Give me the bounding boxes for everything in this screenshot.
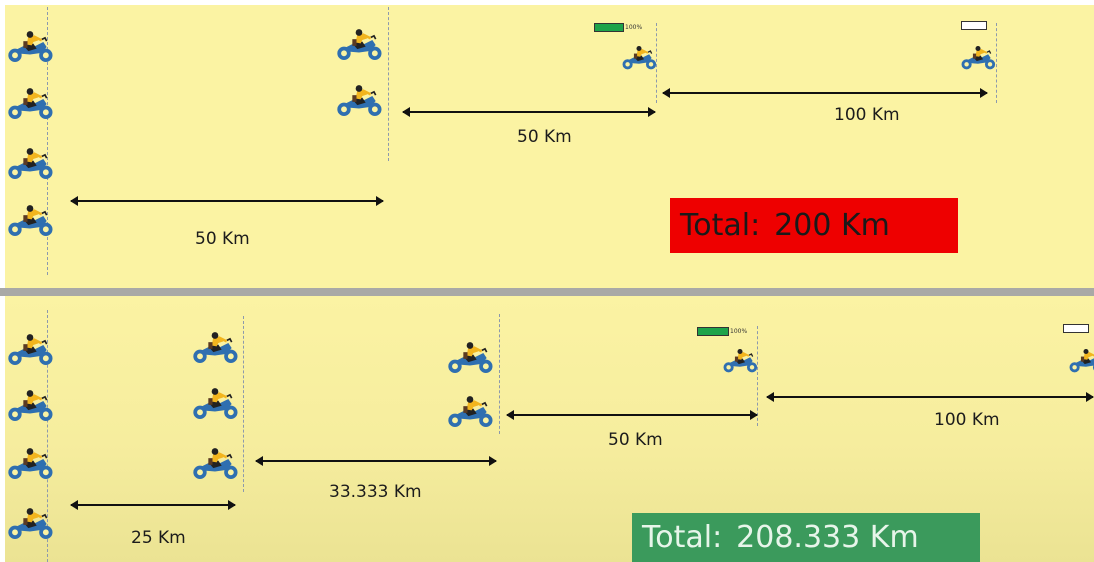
motorbike-rider-icon bbox=[445, 340, 495, 376]
segment-label: 50 Km bbox=[195, 229, 250, 249]
distance-arrow bbox=[70, 196, 384, 206]
total-label: Total: bbox=[642, 519, 723, 555]
fuel-gauge-icon: 100% bbox=[594, 23, 642, 32]
fuel-gauge-icon bbox=[961, 21, 987, 30]
motorbike-rider-icon bbox=[5, 388, 55, 424]
stop-line-2 bbox=[499, 314, 500, 434]
total-distance-badge: Total: 208.333 Km bbox=[632, 513, 980, 562]
distance-arrow bbox=[402, 107, 656, 117]
fuel-percent: 100% bbox=[625, 24, 643, 31]
motorbike-rider-icon bbox=[5, 146, 55, 182]
distance-arrow bbox=[662, 88, 988, 98]
motorbike-rider-icon bbox=[721, 348, 759, 374]
motorbike-rider-icon bbox=[5, 29, 55, 65]
distance-arrow bbox=[766, 392, 1094, 402]
distance-arrow bbox=[506, 410, 758, 420]
total-distance-badge: Total: 200 Km bbox=[670, 198, 958, 253]
total-label: Total: bbox=[680, 207, 761, 243]
motorbike-rider-icon bbox=[5, 86, 55, 122]
stop-line-2 bbox=[656, 23, 657, 103]
motorbike-rider-icon bbox=[959, 45, 997, 71]
segment-label: 100 Km bbox=[834, 105, 900, 125]
segment-label: 50 Km bbox=[517, 127, 572, 147]
motorbike-rider-icon bbox=[334, 27, 384, 63]
segment-label: 25 Km bbox=[131, 528, 186, 548]
start-line bbox=[47, 310, 48, 562]
motorbike-rider-icon bbox=[190, 330, 240, 366]
motorbike-rider-icon bbox=[190, 386, 240, 422]
distance-arrow bbox=[255, 456, 497, 466]
distance-arrow bbox=[70, 500, 236, 510]
stop-line-1 bbox=[243, 316, 244, 492]
scenario-four-bikes-panel: 100% 50 Km 50 Km 100 Km bbox=[5, 5, 1094, 288]
motorbike-rider-icon bbox=[1067, 348, 1094, 374]
motorbike-rider-icon bbox=[445, 394, 495, 430]
segment-label: 33.333 Km bbox=[329, 482, 422, 502]
fuel-gauge-icon: 100% bbox=[697, 327, 747, 336]
motorbike-rider-icon bbox=[5, 332, 55, 368]
panel-divider bbox=[0, 288, 1094, 296]
fuel-gauge-icon bbox=[1063, 324, 1089, 333]
total-value: 200 Km bbox=[774, 207, 890, 243]
motorbike-rider-icon bbox=[620, 45, 658, 71]
motorbike-rider-icon bbox=[5, 203, 55, 239]
stop-line-1 bbox=[388, 7, 389, 161]
motorbike-rider-icon bbox=[5, 506, 55, 542]
motorbike-rider-icon bbox=[5, 446, 55, 482]
total-value: 208.333 Km bbox=[736, 519, 919, 555]
motorbike-rider-icon bbox=[334, 83, 384, 119]
motorbike-rider-icon bbox=[190, 446, 240, 482]
segment-label: 100 Km bbox=[934, 410, 1000, 430]
fuel-percent: 100% bbox=[730, 328, 748, 335]
stop-line-3 bbox=[996, 23, 997, 103]
stop-line-3 bbox=[757, 326, 758, 426]
segment-label: 50 Km bbox=[608, 430, 663, 450]
start-line bbox=[47, 7, 48, 275]
